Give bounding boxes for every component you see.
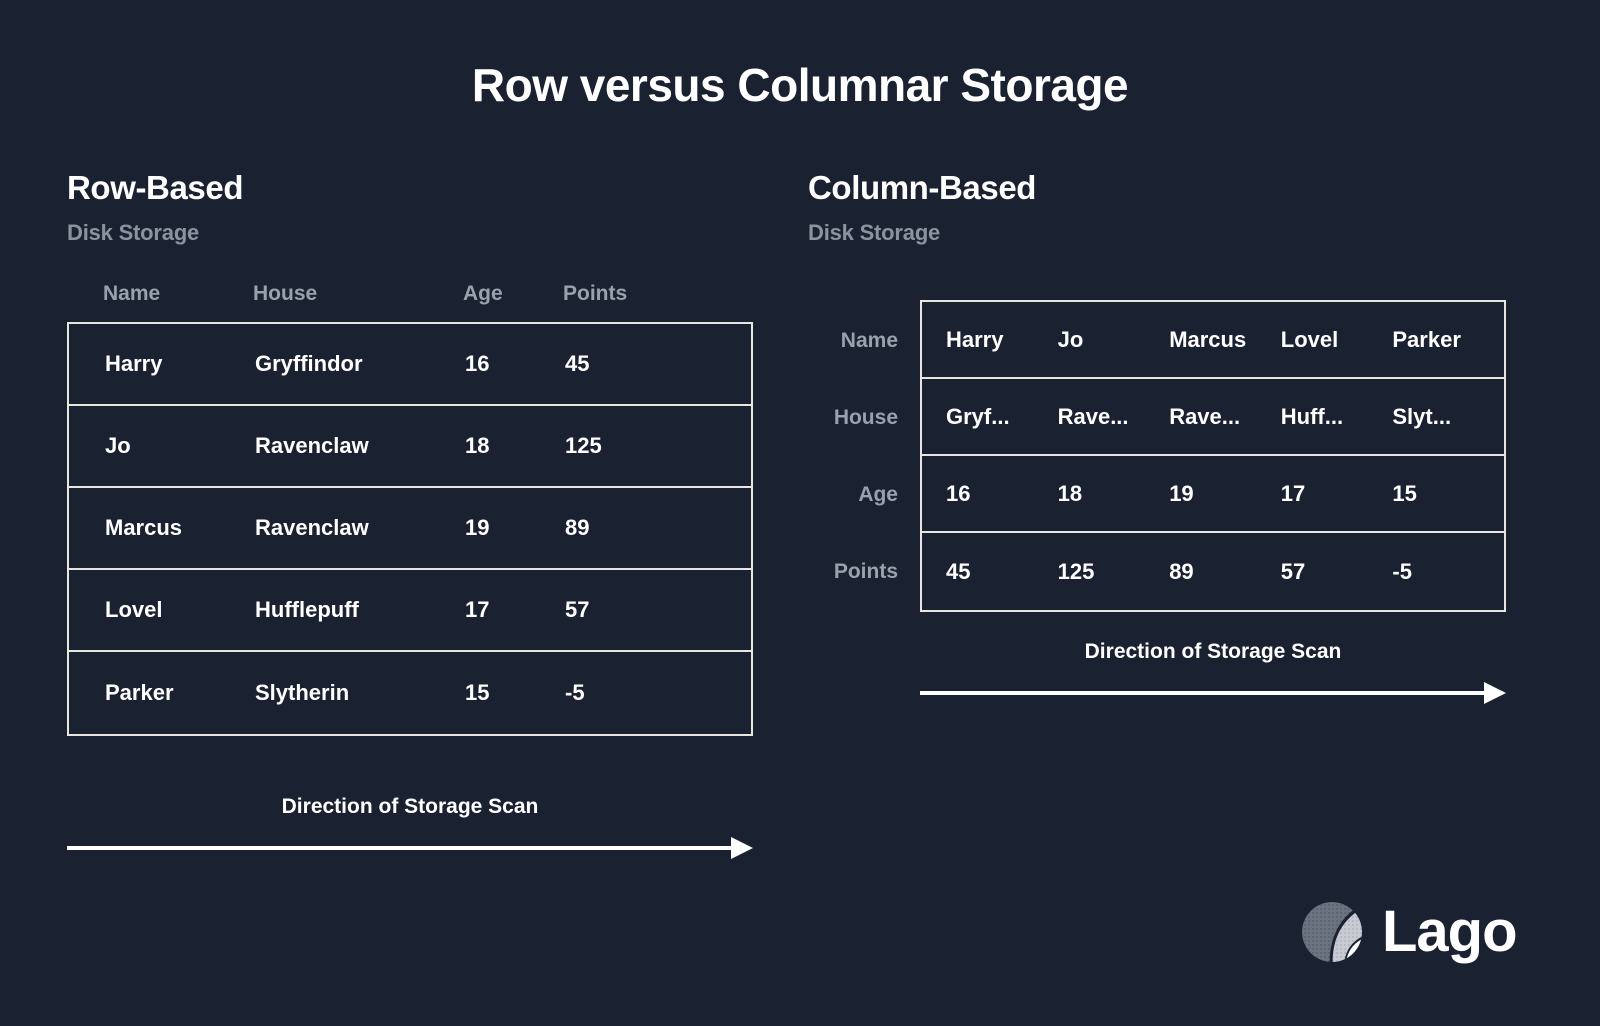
cell-value: Slyt... — [1392, 403, 1452, 429]
row-label-points: Points — [833, 559, 898, 583]
row-based-table: Harry Gryffindor 16 45 Jo Ravenclaw 18 1… — [67, 322, 753, 737]
cell-house: Slytherin — [255, 680, 350, 706]
column-header-age: Age — [463, 282, 503, 306]
cell-house: Ravenclaw — [255, 433, 369, 459]
cell-points: 45 — [565, 351, 590, 377]
column-header-points: Points — [563, 282, 628, 306]
cell-value: Rave... — [1057, 403, 1129, 429]
cell-value: Harry — [946, 326, 1004, 352]
table-row: Harry Jo Marcus Lovel Parker — [922, 302, 1504, 380]
row-scan-label: Direction of Storage Scan — [281, 795, 539, 818]
cell-name: Parker — [105, 680, 174, 706]
cell-house: Hufflepuff — [255, 597, 359, 623]
column-based-subheading: Disk Storage — [808, 220, 941, 246]
cell-points: 125 — [565, 433, 602, 459]
column-based-table-wrap: Name House Age Points Harry Jo Marcus Lo… — [808, 300, 1538, 613]
cell-value: Lovel — [1280, 326, 1339, 352]
column-header-house: House — [253, 282, 318, 306]
table-row: 45 125 89 57 -5 — [922, 533, 1504, 610]
row-label-house: House — [833, 405, 898, 429]
cell-name: Lovel — [105, 597, 163, 623]
cell-value: Rave... — [1169, 403, 1241, 429]
table-row: Parker Slytherin 15 -5 — [69, 652, 751, 734]
column-scan-direction: Direction of Storage Scan — [920, 640, 1506, 704]
row-scan-direction: Direction of Storage Scan — [67, 795, 753, 859]
cell-value: -5 — [1392, 558, 1412, 584]
row-based-column-headers: Name House Age Points — [67, 282, 767, 306]
cell-age: 19 — [465, 515, 490, 541]
table-row: Jo Ravenclaw 18 125 — [69, 406, 751, 489]
cell-value: Jo — [1057, 326, 1084, 352]
cell-value: 125 — [1057, 558, 1095, 584]
row-based-table-wrap: Name House Age Points Harry Gryffindor 1… — [67, 282, 767, 737]
cell-value: Gryf... — [946, 403, 1010, 429]
cell-value: 17 — [1280, 480, 1306, 506]
arrow-right-icon — [67, 837, 753, 859]
cell-points: 57 — [565, 597, 590, 623]
column-header-name: Name — [103, 282, 161, 306]
cell-name: Marcus — [105, 515, 183, 541]
row-based-subheading: Disk Storage — [67, 220, 200, 246]
row-based-heading: Row-Based — [67, 169, 244, 206]
row-label-name: Name — [840, 328, 898, 352]
table-row: Lovel Hufflepuff 17 57 — [69, 570, 751, 653]
column-scan-label: Direction of Storage Scan — [1084, 640, 1342, 663]
lago-sphere-icon — [1302, 902, 1362, 962]
panels-container: Row-Based Disk Storage Name House Age Po… — [0, 169, 1600, 870]
column-based-row-labels: Name House Age Points — [808, 300, 920, 612]
row-label-age: Age — [858, 482, 898, 506]
cell-age: 16 — [465, 351, 490, 377]
arrow-right-icon — [920, 682, 1506, 704]
cell-value: 45 — [946, 558, 971, 584]
cell-name: Harry — [105, 351, 163, 377]
cell-age: 17 — [465, 597, 490, 623]
cell-value: Parker — [1392, 326, 1461, 352]
cell-name: Jo — [105, 433, 131, 459]
row-based-panel: Row-Based Disk Storage Name House Age Po… — [67, 169, 767, 737]
table-row: Marcus Ravenclaw 19 89 — [69, 488, 751, 571]
cell-value: 19 — [1169, 480, 1194, 506]
cell-house: Ravenclaw — [255, 515, 369, 541]
cell-value: 89 — [1169, 558, 1194, 584]
page-title: Row versus Columnar Storage — [471, 59, 1129, 111]
table-row: Gryf... Rave... Rave... Huff... Slyt... — [922, 379, 1504, 457]
cell-value: 15 — [1392, 480, 1417, 506]
cell-points: 89 — [565, 515, 590, 541]
cell-value: Marcus — [1169, 326, 1247, 352]
table-row: 16 18 19 17 15 — [922, 456, 1504, 534]
cell-age: 15 — [465, 680, 490, 706]
cell-value: 18 — [1057, 480, 1083, 506]
table-row: Harry Gryffindor 16 45 — [69, 324, 751, 407]
cell-points: -5 — [565, 680, 585, 706]
cell-value: Huff... — [1280, 403, 1344, 429]
column-based-heading: Column-Based — [808, 169, 1037, 206]
lago-wordmark: Lago — [1382, 899, 1518, 964]
column-based-panel: Column-Based Disk Storage Name House Age… — [808, 169, 1538, 613]
cell-age: 18 — [465, 433, 490, 459]
column-based-table: Harry Jo Marcus Lovel Parker Gryf... Rav… — [920, 300, 1506, 613]
cell-value: 16 — [946, 480, 971, 506]
lago-logo: Lago — [1296, 896, 1518, 968]
cell-value: 57 — [1280, 558, 1306, 584]
cell-house: Gryffindor — [255, 351, 363, 377]
